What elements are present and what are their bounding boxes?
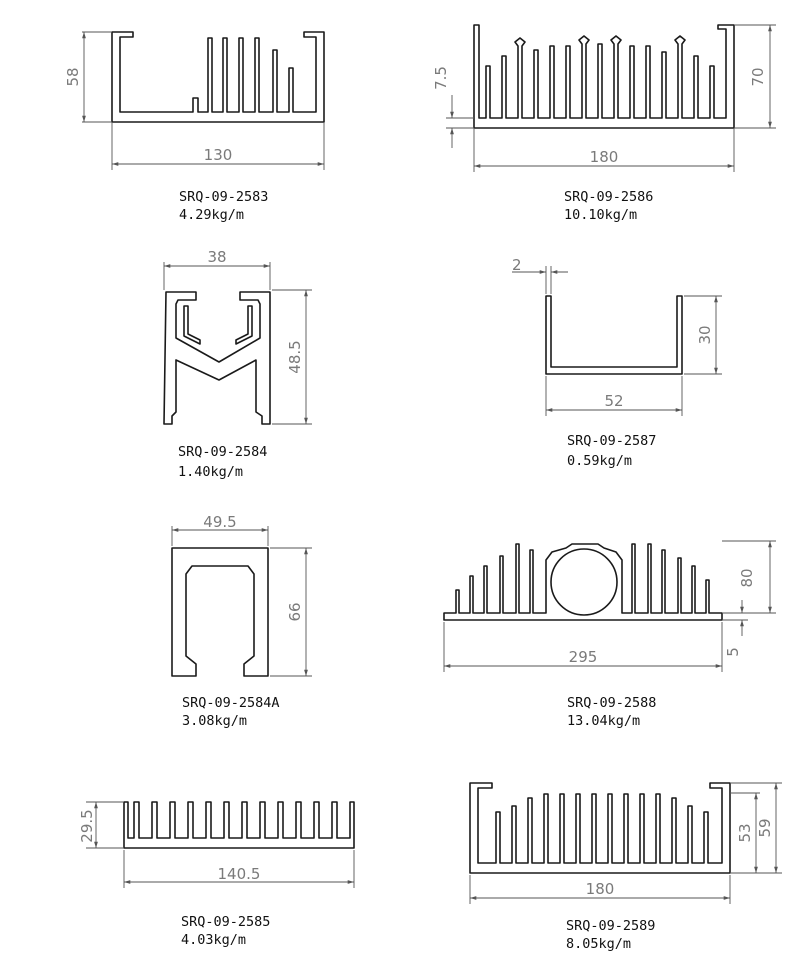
- heatsink-outline: [111, 31, 325, 123]
- height-dimension: 29.5: [78, 809, 96, 842]
- rail-outline: [163, 291, 271, 425]
- profile-weight: 0.59kg/m: [567, 453, 632, 469]
- inner-slot: [183, 305, 201, 345]
- height-dimension: 80: [738, 568, 756, 587]
- profile-srq-09-2588: 80 5 295 SRQ-09-2588 13.04kg/m: [443, 540, 776, 729]
- heatsink-outline: [123, 801, 355, 849]
- profile-code: SRQ-09-2589: [566, 918, 655, 934]
- width-dimension: 130: [204, 146, 233, 164]
- heatsink-outline: [473, 24, 735, 129]
- width-dimension: 180: [590, 148, 619, 166]
- profile-srq-09-2584: 38 48.5 SRQ-09-2584 1.40kg/m: [163, 248, 312, 480]
- profile-weight: 4.29kg/m: [179, 207, 244, 223]
- profile-code: SRQ-09-2586: [564, 189, 653, 205]
- width-dimension: 49.5: [203, 513, 236, 531]
- height-dimension: 58: [64, 67, 82, 86]
- profile-srq-09-2589: 53 59 180 SRQ-09-2589 8.05kg/m: [469, 782, 782, 952]
- width-dimension: 180: [586, 880, 615, 898]
- base-thickness-dimension: 7.5: [432, 66, 450, 90]
- profile-weight: 8.05kg/m: [566, 936, 631, 952]
- wall-thickness-dimension: 2: [512, 256, 522, 274]
- channel-outline: [545, 295, 683, 375]
- profile-code: SRQ-09-2584A: [182, 695, 280, 711]
- base-thickness-dimension: 5: [724, 647, 742, 657]
- height-dimension: 30: [696, 325, 714, 344]
- height-dimension: 66: [286, 602, 304, 621]
- width-dimension: 52: [604, 392, 623, 410]
- inner-slot: [235, 305, 253, 345]
- profile-weight: 13.04kg/m: [567, 713, 640, 729]
- height-dimension: 70: [749, 67, 767, 86]
- housing-outline: [171, 547, 269, 677]
- profile-srq-09-2583: 58 130 SRQ-09-2583 4.29kg/m: [64, 31, 325, 223]
- profile-weight: 10.10kg/m: [564, 207, 637, 223]
- width-dimension: 295: [569, 648, 598, 666]
- profile-weight: 1.40kg/m: [178, 464, 243, 480]
- profile-srq-09-2585: 29.5 140.5 SRQ-09-2585 4.03kg/m: [78, 801, 355, 948]
- width-dimension: 38: [207, 248, 226, 266]
- inner-height-dimension: 53: [736, 823, 754, 842]
- profile-code: SRQ-09-2583: [179, 189, 268, 205]
- profile-code: SRQ-09-2585: [181, 914, 270, 930]
- profile-srq-09-2587: 2 30 52 SRQ-09-2587 0.59kg/m: [512, 256, 722, 469]
- height-dimension: 59: [756, 818, 774, 837]
- width-dimension: 140.5: [218, 865, 261, 883]
- profile-weight: 3.08kg/m: [182, 713, 247, 729]
- profile-code: SRQ-09-2588: [567, 695, 656, 711]
- profile-code: SRQ-09-2584: [178, 444, 267, 460]
- heatsink-outline: [469, 782, 731, 874]
- profile-weight: 4.03kg/m: [181, 932, 246, 948]
- profile-srq-09-2584a: 49.5 66 SRQ-09-2584A 3.08kg/m: [171, 513, 312, 729]
- height-dimension: 48.5: [286, 340, 304, 373]
- profile-srq-09-2586: 70 7.5 180 SRQ-09-2586 10.10kg/m: [432, 24, 776, 223]
- profile-code: SRQ-09-2587: [567, 433, 656, 449]
- bore-inner: [550, 548, 618, 616]
